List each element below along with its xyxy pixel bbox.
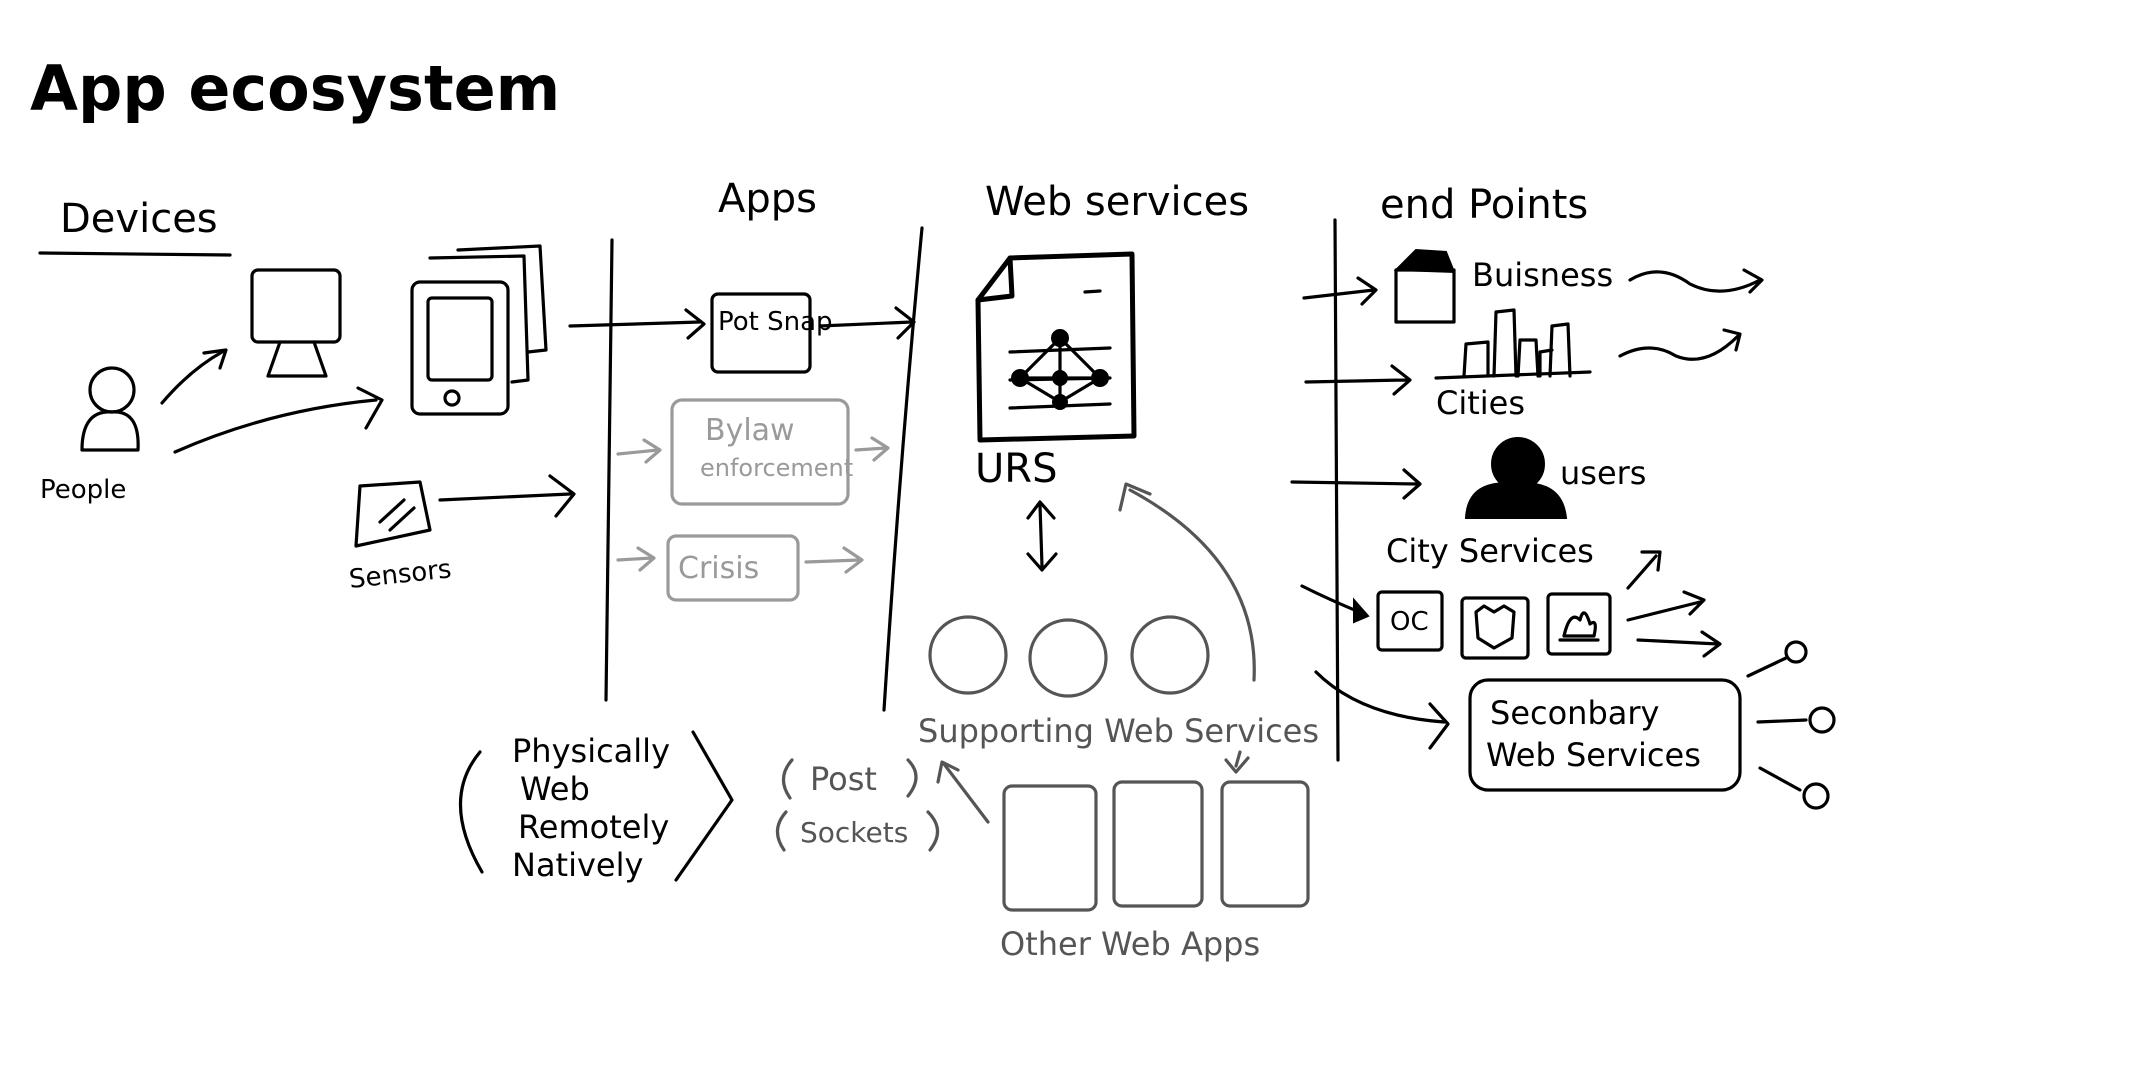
- person-icon: [80, 366, 140, 452]
- city-services-arrow: [1636, 630, 1722, 658]
- bylaw-label-line1: Bylaw: [705, 413, 795, 448]
- business-label: Buisness: [1472, 256, 1613, 294]
- secondary-output-line: [1756, 718, 1808, 724]
- secondary-output-line: [1746, 656, 1788, 678]
- arrow-supporting-to-urs: [1128, 488, 1256, 682]
- access-web: Web: [520, 770, 590, 808]
- other-web-app-box: [1112, 780, 1204, 908]
- diagram-title: App ecosystem: [30, 52, 560, 125]
- secondary-output-line: [1758, 766, 1802, 792]
- monitor-icon: [250, 268, 342, 378]
- secondary-label-line1: Seconbary: [1490, 694, 1659, 732]
- apps-heading: Apps: [718, 176, 817, 222]
- sockets-brackets: [775, 810, 940, 852]
- city-skyline-icon: [1434, 308, 1592, 380]
- other-web-app-box: [1002, 784, 1098, 912]
- arrow-to-users: [1290, 468, 1422, 500]
- oc-badge-label: OC: [1390, 607, 1429, 637]
- supporting-service-circle: [928, 615, 1008, 695]
- divider-webservices-endpoints: [1333, 218, 1340, 762]
- devices-heading-underline: [38, 251, 232, 257]
- post-label: Post: [810, 760, 877, 798]
- police-shield-icon: [1460, 596, 1530, 660]
- business-building-icon: [1393, 248, 1456, 324]
- urs-bidirectional-arrow: [1026, 500, 1058, 572]
- arrow-out-of-bylaw: [854, 436, 890, 462]
- end-points-heading: end Points: [1380, 182, 1588, 228]
- cities-squiggle-arrow: [1618, 328, 1742, 361]
- arrow-head: [684, 308, 706, 340]
- urs-label: URS: [975, 446, 1057, 492]
- other-web-apps-label: Other Web Apps: [1000, 925, 1260, 963]
- sensors-label: Sensors: [348, 554, 453, 595]
- arrow-out-of-crisis: [804, 546, 864, 574]
- access-physically: Physically: [512, 732, 670, 770]
- bylaw-label-line2: enforcement: [700, 454, 853, 482]
- city-services-label: City Services: [1386, 532, 1594, 570]
- web-services-heading: Web services: [985, 179, 1249, 225]
- pot-snap-app-box: [710, 292, 812, 374]
- user-silhouette-icon: [1464, 437, 1568, 519]
- tablet-stack-icon: [410, 244, 548, 416]
- arrow-into-bylaw: [616, 438, 662, 464]
- supporting-service-circle: [1130, 615, 1210, 695]
- sensor-icon: [354, 480, 432, 548]
- access-remotely: Remotely: [518, 808, 669, 846]
- arrow-to-business: [1302, 276, 1378, 306]
- secondary-web-services-box: [1468, 678, 1742, 792]
- arrow-people-to-monitor: [160, 350, 224, 405]
- arrow-head: [548, 474, 576, 518]
- arrow-tablet-to-potsnap: [568, 320, 702, 328]
- city-services-arrow: [1626, 590, 1706, 622]
- crisis-label: Crisis: [678, 551, 759, 586]
- divider-devices-apps: [604, 238, 614, 702]
- sockets-label: Sockets: [800, 816, 908, 849]
- users-label: users: [1560, 454, 1646, 492]
- arrow-sensors-to-apps: [438, 492, 572, 502]
- right-angle-bracket: [674, 730, 734, 882]
- arrow-to-secondary-services: [1314, 670, 1446, 724]
- post-brackets: [781, 758, 918, 800]
- left-angle-bracket: [458, 750, 484, 874]
- arrow-head: [202, 348, 228, 370]
- secondary-output-node: [1784, 640, 1808, 664]
- city-services-arrow: [1626, 550, 1662, 590]
- secondary-output-node: [1802, 782, 1830, 810]
- other-web-app-box: [1220, 780, 1310, 908]
- secondary-output-node: [1808, 706, 1836, 734]
- arrow-potsnap-to-webservices: [818, 320, 914, 328]
- devices-heading: Devices: [60, 196, 218, 242]
- arrow-head: [1118, 482, 1152, 512]
- business-squiggle-arrow: [1628, 268, 1764, 294]
- supporting-service-circle: [1028, 618, 1108, 698]
- arrow-to-other-apps: [1224, 750, 1250, 774]
- arrow-head: [1353, 597, 1370, 624]
- people-label: People: [40, 475, 126, 505]
- arrow-head: [356, 386, 384, 430]
- supporting-web-services-label: Supporting Web Services: [918, 712, 1319, 750]
- arrow-post-to-other-apps: [936, 760, 990, 824]
- bylaw-app-box: [670, 398, 850, 506]
- pot-snap-label: Pot Snap: [718, 307, 833, 337]
- arrow-head: [1428, 702, 1450, 750]
- access-natively: Natively: [512, 846, 643, 884]
- fire-services-icon: [1546, 592, 1612, 656]
- oc-transpo-icon: [1376, 590, 1444, 652]
- crisis-app-box: [666, 534, 800, 602]
- arrow-head: [894, 306, 916, 340]
- arrow-people-to-tablet: [173, 398, 378, 454]
- urs-document-icon: [975, 251, 1137, 443]
- secondary-label-line2: Web Services: [1486, 736, 1701, 774]
- cities-label: Cities: [1436, 384, 1525, 422]
- divider-apps-webservices: [882, 226, 924, 712]
- arrow-into-crisis: [616, 546, 656, 572]
- arrow-to-cities: [1304, 364, 1412, 396]
